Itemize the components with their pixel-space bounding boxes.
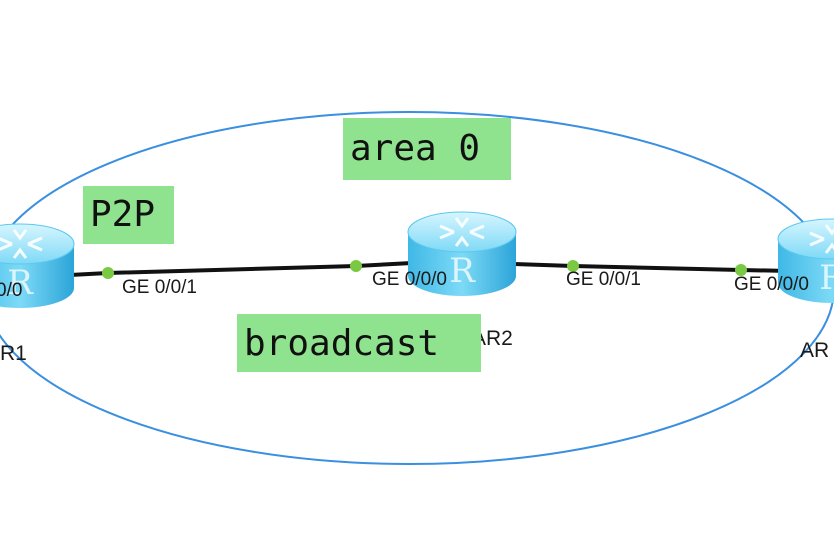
port-dot-ar3-ge000[interactable] <box>735 264 747 276</box>
link-ar2-ar3[interactable] <box>513 262 791 273</box>
port-dot-ar2-ge000[interactable] <box>350 260 362 272</box>
router-name-ar2: AR2 <box>472 327 513 350</box>
router-name-ar3: AR <box>800 339 829 362</box>
svg-text:P2P: P2P <box>90 194 155 235</box>
note-p2p: P2P <box>83 186 174 244</box>
iface-label-ar1-left: 0/0 <box>0 280 22 301</box>
svg-text:area 0: area 0 <box>350 128 480 169</box>
note-area: area 0 <box>343 118 511 180</box>
iface-label-ar2-left: GE 0/0/0 <box>372 269 447 290</box>
iface-label-ar3-left: GE 0/0/0 <box>734 274 809 295</box>
note-broadcast: broadcast <box>237 314 481 372</box>
link-ar1-ar2[interactable] <box>69 261 413 277</box>
iface-label-ar1-right: GE 0/0/1 <box>122 277 197 298</box>
port-dot-ar1-ge001[interactable] <box>102 267 114 279</box>
router-name-ar1: AR1 <box>0 342 27 365</box>
svg-text:broadcast: broadcast <box>244 323 439 364</box>
area-boundary <box>0 111 834 465</box>
port-dot-ar2-ge001[interactable] <box>567 260 579 272</box>
iface-label-ar2-right: GE 0/0/1 <box>566 269 641 290</box>
